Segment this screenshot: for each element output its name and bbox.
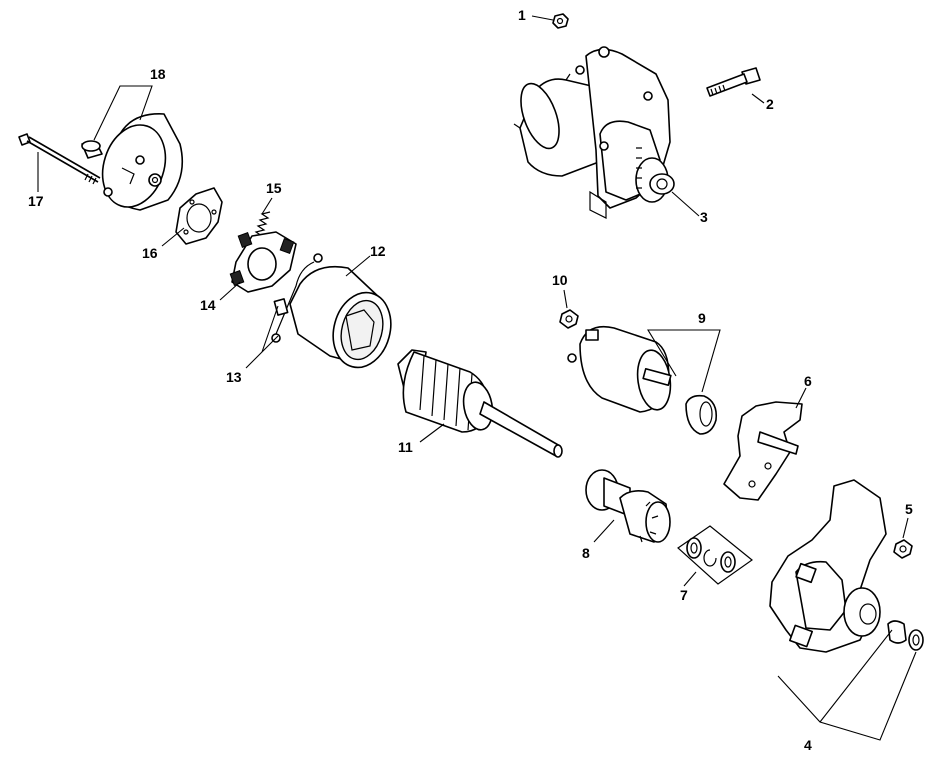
part-10-nut: [559, 309, 579, 329]
callout-9: 9: [698, 310, 706, 326]
part-7-washers-clip: [677, 525, 753, 585]
part-18-end-cover: [81, 113, 184, 211]
callout-17: 17: [28, 193, 44, 209]
callout-8: 8: [582, 545, 590, 561]
part-17-through-bolt: [18, 133, 101, 185]
callout-1: 1: [518, 7, 526, 23]
part-15-spring: [253, 211, 271, 239]
part-16-gasket: [175, 187, 223, 245]
part-6-shift-lever: [723, 401, 803, 501]
part-5-nut: [893, 539, 913, 559]
callout-15: 15: [266, 180, 282, 196]
part-11-armature: [397, 349, 563, 458]
callout-16: 16: [142, 245, 158, 261]
part-9-solenoid: [567, 325, 718, 435]
callout-3: 3: [700, 209, 708, 225]
part-14-brush-holder: [229, 231, 297, 293]
part-3-starter-assembly: [513, 46, 675, 219]
callout-11: 11: [398, 439, 413, 455]
callout-labels: 1 2 3 4 5 6 7 8 9 10 11 12 13 14 15 16 1…: [28, 7, 913, 753]
callout-12: 12: [370, 243, 386, 259]
callout-7: 7: [680, 587, 688, 603]
part-8-drive-clutch: [585, 469, 671, 543]
callout-6: 6: [804, 373, 812, 389]
callout-18: 18: [150, 66, 166, 82]
part-4-drive-housing: [769, 479, 924, 653]
callout-5: 5: [905, 501, 913, 517]
callout-10: 10: [552, 272, 568, 288]
leader-lines: [37, 15, 917, 741]
callout-14: 14: [200, 297, 216, 313]
callout-2: 2: [766, 96, 774, 112]
callout-13: 13: [226, 369, 242, 385]
part-1-nut: [552, 13, 569, 29]
part-2-bolt: [706, 67, 761, 97]
callout-4: 4: [804, 737, 812, 753]
part-12-yoke: [289, 265, 392, 369]
part-13-brush-leads: [271, 253, 323, 343]
